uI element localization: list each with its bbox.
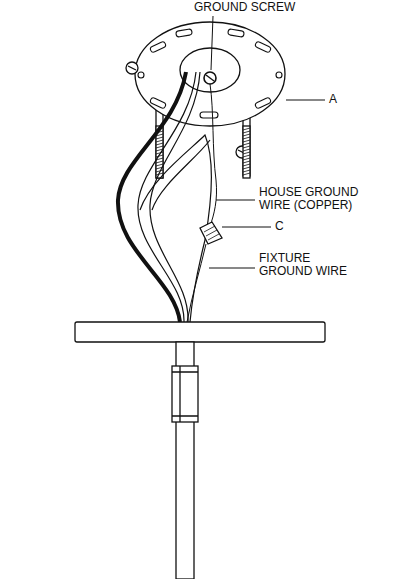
canopy xyxy=(75,322,325,342)
stem xyxy=(172,342,198,579)
supply-wire xyxy=(118,72,211,322)
house-ground-wire xyxy=(210,84,217,226)
wire-nut xyxy=(200,222,222,244)
fixture-ground-wire xyxy=(187,244,206,322)
part-label: FIXTURE GROUND WIRE xyxy=(258,252,356,278)
leader-line xyxy=(209,16,325,268)
part-label: GROUND SCREW xyxy=(193,1,296,14)
part-label: HOUSE GROUND WIRE (COPPER) xyxy=(258,186,382,212)
callout-letter: C xyxy=(274,220,285,233)
callout-letter: A xyxy=(328,93,338,106)
